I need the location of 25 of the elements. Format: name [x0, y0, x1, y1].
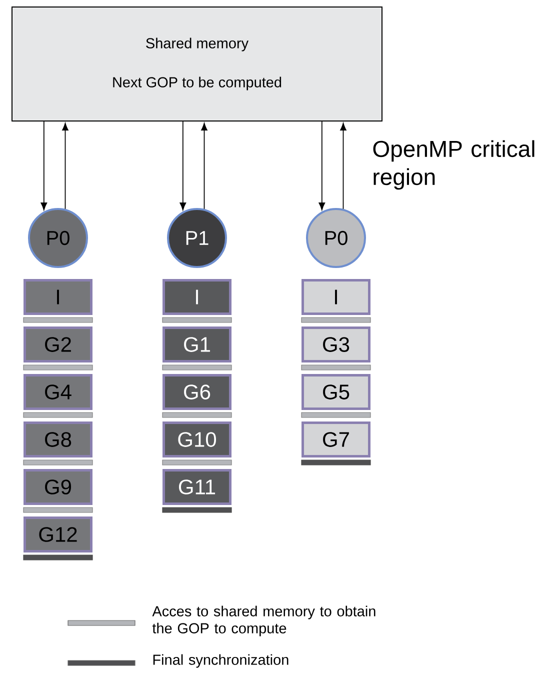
gop-box: G9 — [24, 469, 92, 505]
gop-box: G3 — [302, 326, 370, 362]
arrow — [340, 122, 346, 210]
gop-box: G7 — [302, 422, 370, 458]
gop-box: I — [162, 279, 232, 315]
legend-text: Final synchronization — [153, 654, 288, 668]
region-label: OpenMP critical region — [373, 140, 534, 190]
arrow — [201, 122, 208, 210]
arrow — [318, 121, 326, 210]
arrow — [40, 121, 48, 210]
gop-box: G2 — [24, 326, 92, 362]
gop-box: I — [302, 279, 370, 315]
legend-text: Acces to shared memory to obtain the GOP to compute — [152, 606, 376, 636]
gop-box: G8 — [24, 422, 92, 458]
memory-box: Shared memory Next GOP to be computed — [12, 6, 382, 122]
arrow — [62, 122, 68, 210]
gop-box: G11 — [162, 469, 232, 505]
gop-box: G12 — [24, 516, 92, 552]
gop-box: G4 — [24, 374, 92, 410]
gop-box: G5 — [302, 374, 370, 410]
gop-box: G6 — [162, 374, 232, 410]
arrow — [180, 121, 186, 210]
gop-box: G1 — [162, 326, 232, 362]
gop-box: G10 — [162, 422, 232, 458]
gop-box: I — [24, 279, 92, 315]
